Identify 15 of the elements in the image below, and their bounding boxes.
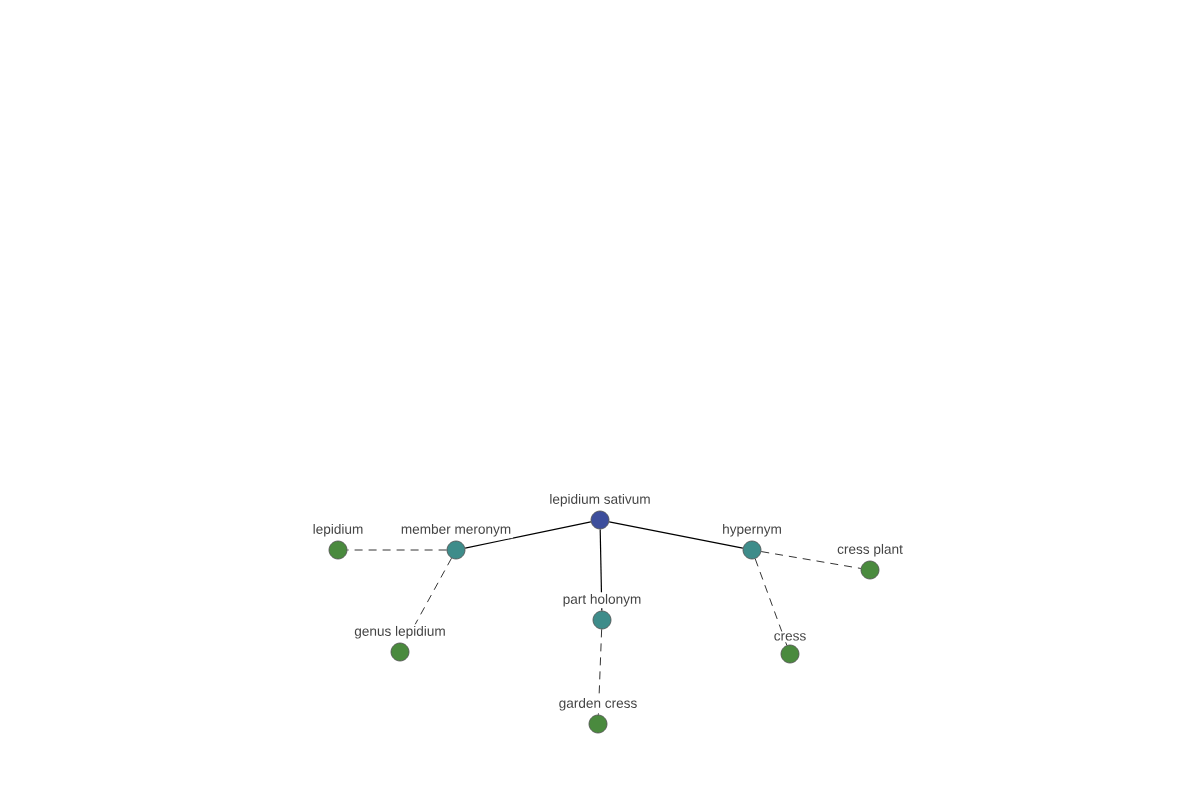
connector [347, 549, 447, 551]
connector [760, 551, 862, 569]
node-circle [860, 560, 880, 580]
connector [608, 521, 744, 549]
node-circle [446, 540, 466, 560]
connector [754, 558, 788, 646]
node-circle [390, 642, 410, 662]
node-circle [590, 510, 610, 530]
node-circle [328, 540, 348, 560]
connector [464, 521, 592, 549]
node-circle [588, 714, 608, 734]
node-circle [742, 540, 762, 560]
node-circle [780, 644, 800, 664]
node-circle [592, 610, 612, 630]
connector [597, 629, 603, 715]
